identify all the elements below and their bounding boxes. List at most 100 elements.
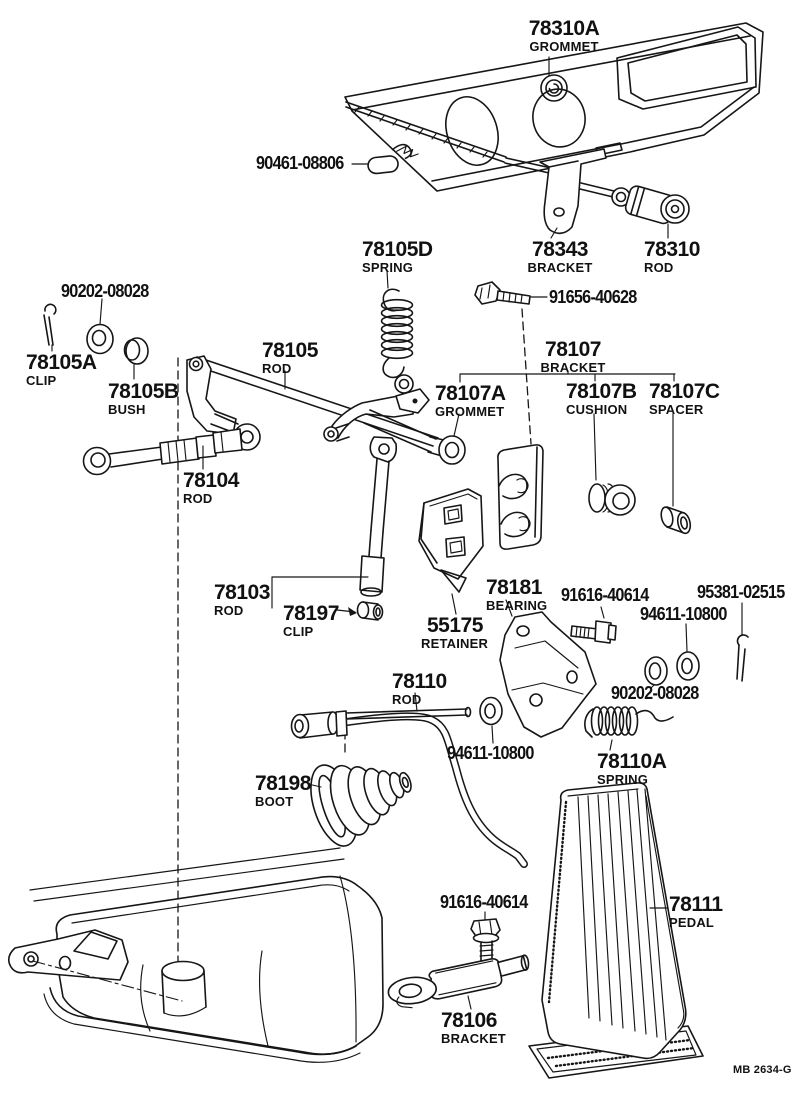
- part-label-78105: 78105 ROD: [262, 340, 318, 375]
- part-name: BUSH: [108, 401, 146, 417]
- part-name: ROD: [214, 602, 244, 618]
- grommet-78107a-drawing: [427, 435, 466, 465]
- page-code: MB 2634-G: [733, 1064, 792, 1076]
- pedal-78111-drawing: [528, 782, 704, 1079]
- part-name: BEARING: [486, 597, 548, 613]
- part-name: ROD: [644, 259, 674, 275]
- washer-pin-cluster-drawing: [479, 634, 749, 726]
- part-number: 55175: [427, 614, 483, 637]
- part-number: 78110: [392, 670, 447, 693]
- part-name: BOOT: [255, 793, 294, 809]
- part-number: 90202-08028: [611, 683, 699, 703]
- part-number: 94611-10800: [447, 743, 534, 763]
- part-number: 78107: [545, 338, 601, 361]
- bolt-91656-drawing: [474, 281, 531, 305]
- part-label-94611-left: 94611-10800: [447, 744, 543, 763]
- part-number: 78104: [183, 469, 239, 492]
- washer-90202-upper-drawing: [86, 323, 114, 355]
- part-number: 78107B: [566, 380, 637, 403]
- part-name: GROMMET: [529, 38, 599, 54]
- spring-78110a-drawing: [584, 706, 674, 738]
- part-label-91616-upper: 91616-40614: [561, 586, 658, 605]
- part-name: ROD: [183, 490, 213, 506]
- clip-78105a-drawing: [43, 303, 57, 346]
- part-label-78310: 78310 ROD: [644, 239, 700, 274]
- part-label-90202-upper: 90202-08028: [61, 282, 158, 301]
- part-label-78111: 78111 PEDAL: [669, 894, 723, 929]
- part-number: 78310A: [528, 17, 600, 40]
- part-label-78107b: 78107B CUSHION: [566, 381, 637, 416]
- part-number: 91616-40614: [561, 585, 649, 605]
- retainer-55175-drawing: [418, 488, 484, 593]
- part-label-78107: 78107 BRACKET: [537, 339, 609, 374]
- part-label-78110: 78110 ROD: [392, 671, 447, 706]
- part-label-78105b: 78105B BUSH: [108, 381, 179, 416]
- bearing-78181-drawing: [499, 611, 597, 738]
- part-label-94611-right: 94611-10800: [640, 605, 736, 624]
- part-number: 78105B: [108, 380, 179, 403]
- part-label-78198: 78198 BOOT: [255, 773, 311, 808]
- bolt-91616-upper-drawing: [570, 620, 617, 644]
- spacer-78107c-drawing: [660, 506, 692, 535]
- part-label-91616-lower: 91616-40614: [440, 893, 537, 912]
- part-name: PEDAL: [669, 914, 715, 930]
- part-label-95381: 95381-02515: [697, 583, 794, 602]
- part-label-78106: 78106 BRACKET: [441, 1010, 506, 1045]
- part-number: 78103: [214, 581, 270, 604]
- part-name: RETAINER: [421, 635, 489, 651]
- part-label-78343: 78343 BRACKET: [522, 239, 598, 274]
- rod-78310-drawing: [579, 182, 690, 225]
- clip-90461-drawing: [367, 143, 419, 175]
- bracket-78343-drawing: [539, 148, 607, 235]
- part-number: 78110A: [597, 750, 667, 773]
- part-name: SPRING: [597, 771, 649, 787]
- valve-cover-drawing: [7, 847, 384, 1063]
- part-label-55175: 55175 RETAINER: [421, 615, 488, 650]
- part-label-78107a: 78107A GROMMET: [435, 383, 506, 418]
- part-label-91656: 91656-40628: [549, 288, 646, 307]
- part-label-78107c: 78107C SPACER: [649, 381, 720, 416]
- part-number: 90202-08028: [61, 281, 149, 301]
- part-name: BRACKET: [441, 1030, 506, 1046]
- part-number: 90461-08806: [256, 153, 344, 173]
- part-name: ROD: [392, 691, 422, 707]
- cushion-78107b-drawing: [588, 483, 636, 516]
- spring-78105d-drawing: [380, 288, 414, 379]
- part-number: 78181: [486, 576, 542, 599]
- part-name: CLIP: [26, 372, 57, 388]
- part-name: GROMMET: [435, 403, 505, 419]
- part-label-78310a: 78310A GROMMET: [509, 18, 619, 53]
- part-number: 78111: [669, 893, 723, 916]
- part-name: CUSHION: [566, 401, 628, 417]
- part-number: 78197: [283, 602, 339, 625]
- bellcrank-and-rod-78104-drawing: [82, 355, 261, 476]
- boot-78198-drawing: [310, 764, 412, 847]
- part-label-78181: 78181 BEARING: [486, 577, 547, 612]
- part-number: 91656-40628: [549, 287, 637, 307]
- part-label-78105a: 78105A CLIP: [26, 352, 97, 387]
- part-number: 78343: [532, 238, 588, 261]
- part-number: 94611-10800: [640, 604, 727, 624]
- part-name: ROD: [262, 360, 292, 376]
- part-name: BRACKET: [527, 259, 593, 275]
- part-name: SPACER: [649, 401, 704, 417]
- part-number: 78107A: [435, 382, 506, 405]
- part-label-90461: 90461-08806: [256, 154, 353, 173]
- part-number: 78107C: [649, 380, 720, 403]
- leader-lines: [51, 56, 743, 1010]
- part-name: BRACKET: [540, 359, 606, 375]
- part-number: 95381-02515: [697, 582, 785, 602]
- rod-78105-drawing: [192, 356, 439, 447]
- part-label-78103: 78103 ROD: [214, 582, 270, 617]
- part-name: CLIP: [283, 623, 314, 639]
- part-number: 78310: [644, 238, 700, 261]
- part-number: 78105: [262, 339, 318, 362]
- part-label-78105d: 78105D SPRING: [362, 239, 433, 274]
- part-label-78104: 78104 ROD: [183, 470, 239, 505]
- rod-78110-drawing: [290, 706, 528, 868]
- part-number: 78105D: [362, 238, 433, 261]
- center-crank-rod-78103-drawing: [323, 388, 437, 621]
- part-number: 78106: [441, 1009, 497, 1032]
